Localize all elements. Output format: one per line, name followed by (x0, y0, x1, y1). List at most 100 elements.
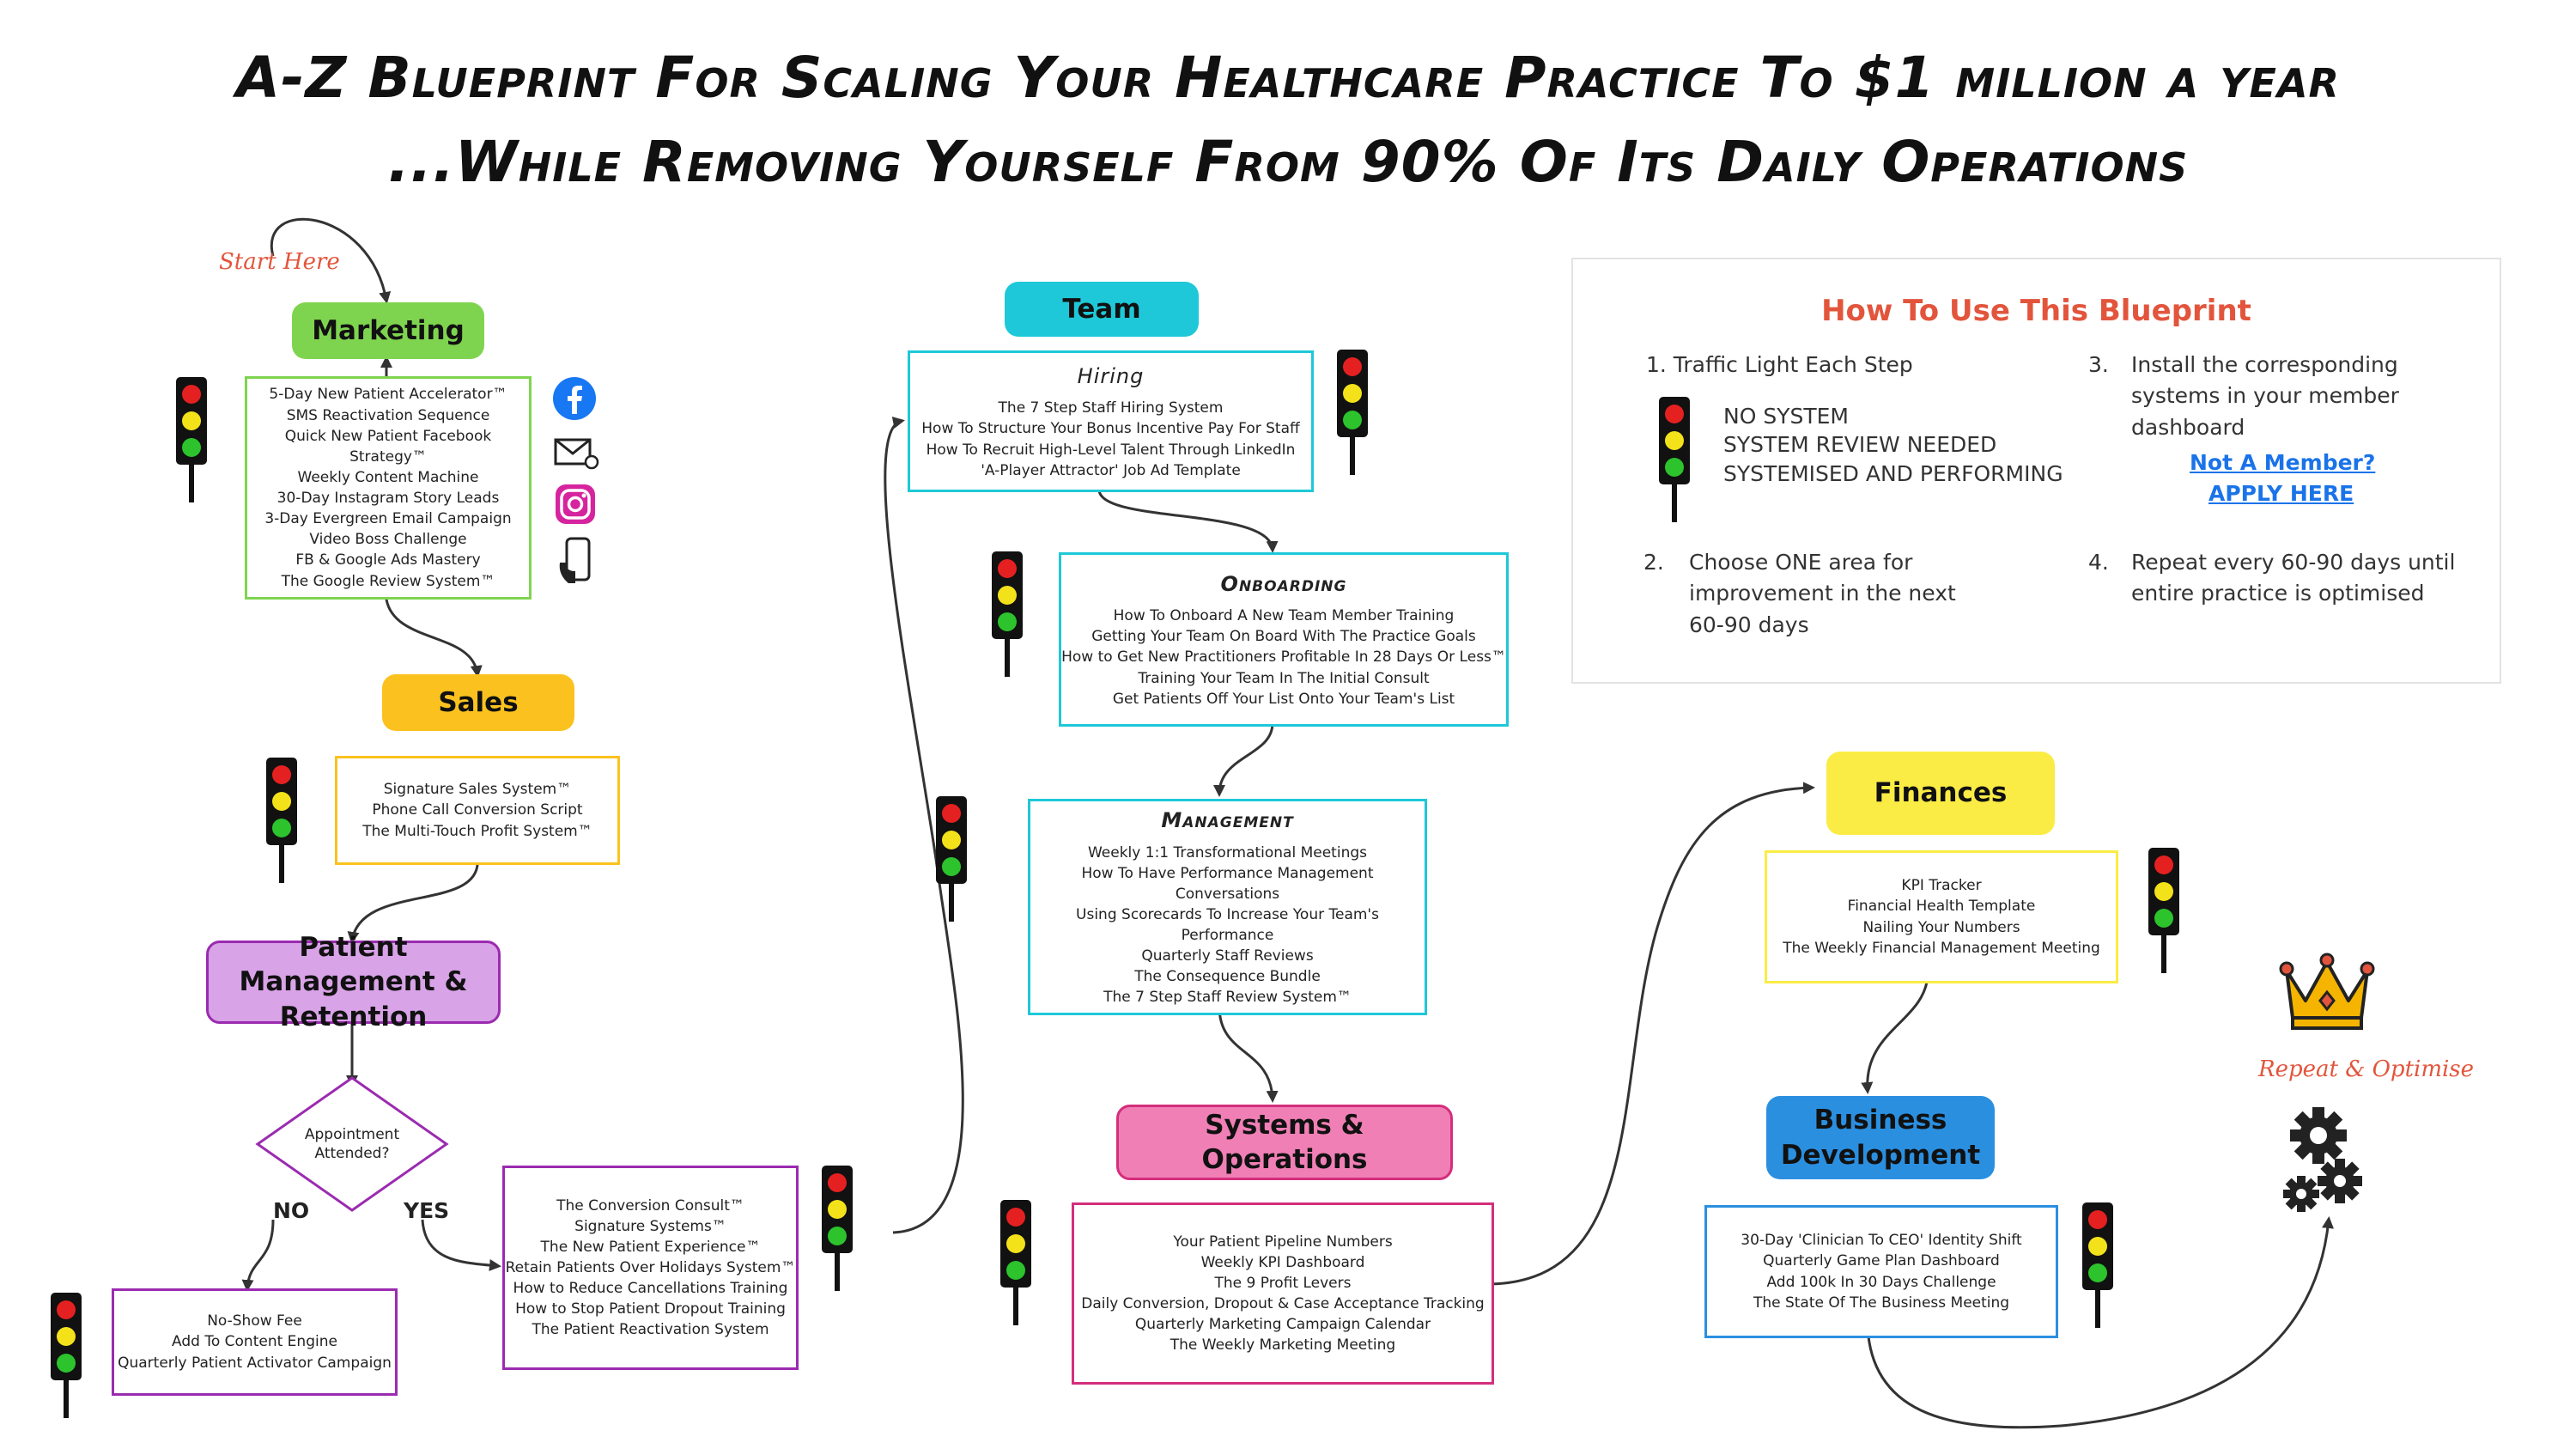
list-item: Signature Systems™ (574, 1217, 726, 1235)
list-item: Weekly 1:1 Transformational Meetings (1087, 843, 1367, 861)
list-item: The New Patient Experience™ (540, 1238, 761, 1256)
onboarding-box: Onboarding How To Onboard A New Team Mem… (1059, 552, 1509, 727)
attended-box: The Conversion Consult™ Signature System… (502, 1166, 799, 1370)
decision-diamond (255, 1076, 449, 1212)
list-item: The Conversion Consult™ (556, 1196, 744, 1215)
instagram-icon (556, 484, 595, 524)
phone-icon (559, 537, 591, 583)
list-item: The Consequence Bundle (1134, 968, 1321, 986)
list-item: The Weekly Marketing Meeting (1170, 1336, 1396, 1355)
marketing-to-sales-arrow (385, 599, 483, 678)
systems-to-finances-arrow (1481, 782, 1815, 1286)
list-item: The Google Review System™ (281, 572, 495, 590)
list-item: How to Get New Practitioners Profitable … (1061, 648, 1506, 667)
step-4-text: Repeat every 60-90 days until entire pra… (2131, 550, 2456, 606)
team-label: Team (1005, 282, 1199, 337)
traffic-light-icon (176, 377, 207, 502)
step-2-text: Choose ONE area for improvement in the n… (1689, 550, 1956, 637)
decision-yes-label: YES (404, 1198, 450, 1223)
gears-icon (2283, 1107, 2362, 1212)
list-item: Weekly KPI Dashboard (1200, 1253, 1365, 1271)
traffic-light-icon (1000, 1200, 1031, 1325)
list-item: Daily Conversion, Dropout & Case Accepta… (1081, 1295, 1485, 1312)
management-box: Management Weekly 1:1 Transformational M… (1028, 799, 1427, 1015)
list-item: Get Patients Off Your List Onto Your Tea… (1112, 690, 1455, 708)
list-item: Nailing Your Numbers (1862, 918, 2020, 936)
step-3-text: Install the corresponding systems in you… (2131, 352, 2399, 440)
sales-box: Signature Sales System™ Phone Call Conve… (335, 756, 620, 865)
patient-management-label: Patient Management & Retention (206, 932, 501, 1032)
systems-operations-label: Systems & Operations (1116, 1105, 1453, 1180)
how-to-use-title: How To Use This Blueprint (1821, 294, 2251, 328)
hiring-box: Hiring The 7 Step Staff Hiring System Ho… (908, 350, 1314, 492)
hiring-to-onboarding-arrow (1097, 489, 1279, 553)
list-item: FB & Google Ads Mastery (295, 551, 481, 569)
marketing-label: Marketing (292, 302, 484, 359)
list-item: Phone Call Conversion Script (372, 801, 583, 819)
list-item: How to Reduce Cancellations Training (513, 1280, 788, 1298)
list-item: 30-Day 'Clinician To CEO' Identity Shift (1741, 1232, 2022, 1250)
management-heading: Management (1161, 808, 1294, 833)
step-2-number: 2. (1643, 550, 1664, 575)
not-a-member-link[interactable]: Not A Member? (2190, 450, 2376, 475)
list-item: Add To Content Engine (172, 1333, 337, 1351)
list-item: Signature Sales System™ (383, 781, 572, 799)
how-to-use-panel: How To Use This Blueprint 1. Traffic Lig… (1571, 258, 2501, 684)
list-item: Retain Patients Over Holidays System™ (505, 1258, 796, 1276)
list-item: The State Of The Business Meeting (1753, 1294, 2010, 1312)
onboarding-to-management-arrow (1213, 722, 1274, 797)
start-arrow (270, 217, 392, 304)
traffic-light-icon (2082, 1202, 2113, 1328)
list-item: No-Show Fee (207, 1312, 302, 1330)
traffic-light-icon (1337, 350, 1368, 475)
legend-no-system: NO SYSTEM (1723, 404, 1849, 429)
list-item: Video Boss Challenge (309, 531, 467, 549)
bizdev-box: 30-Day 'Clinician To CEO' Identity Shift… (1704, 1205, 2058, 1338)
start-here-label: Start Here (219, 249, 340, 275)
business-development-label: Business Development (1766, 1096, 1995, 1179)
traffic-light-icon (266, 758, 297, 883)
traffic-light-icon (51, 1293, 82, 1418)
list-item: Quarterly Game Plan Dashboard (1763, 1252, 2000, 1270)
step-4-number: 4. (2088, 550, 2109, 575)
legend-traffic-light-icon (1659, 397, 1690, 522)
marketing-box: 5-Day New Patient Accelerator™ SMS React… (245, 376, 532, 600)
systems-box: Your Patient Pipeline Numbers Weekly KPI… (1072, 1202, 1494, 1385)
decision-label: Appointment Attended? (304, 1126, 400, 1163)
list-item: The Patient Reactivation System (532, 1321, 769, 1339)
list-item: 5-Day New Patient Accelerator™ (269, 386, 507, 404)
facebook-icon (553, 377, 596, 420)
list-item: How To Recruit High-Level Talent Through… (926, 441, 1296, 459)
list-item: SMS Reactivation Sequence (286, 406, 490, 424)
no-show-box: No-Show Fee Add To Content Engine Quarte… (112, 1288, 398, 1396)
email-icon (554, 438, 599, 470)
decision-no-label: NO (273, 1198, 310, 1223)
sales-label: Sales (382, 674, 574, 731)
step-1-text: 1. Traffic Light Each Step (1646, 352, 1913, 377)
list-item: The Multi-Touch Profit System™ (362, 822, 592, 840)
traffic-light-icon (822, 1166, 853, 1291)
list-item: Add 100k In 30 Days Challenge (1766, 1273, 1996, 1291)
list-item: Quarterly Marketing Campaign Calendar (1134, 1316, 1431, 1334)
finances-box: KPI Tracker Financial Health Template Na… (1765, 850, 2118, 983)
list-item: Using Scorecards To Increase Your Team's… (1076, 905, 1379, 945)
crown-icon (2279, 953, 2375, 1030)
decision-no-arrow (241, 1219, 275, 1292)
repeat-optimise-label: Repeat & Optimise (2258, 1056, 2475, 1082)
list-item: How To Have Performance Management Conve… (1081, 864, 1374, 903)
management-to-systems-arrow (1218, 1006, 1279, 1103)
list-item: Quarterly Patient Activator Campaign (118, 1354, 392, 1372)
list-item: The 7 Step Staff Hiring System (998, 399, 1224, 417)
bizdev-to-repeat-arrow (1866, 1216, 2334, 1429)
list-item: Financial Health Template (1847, 898, 2036, 916)
list-item: The Weekly Financial Management Meeting (1783, 939, 2100, 957)
list-item: KPI Tracker (1901, 877, 1982, 895)
list-item: Getting Your Team On Board With The Prac… (1091, 628, 1476, 646)
list-item: How to Stop Patient Dropout Training (515, 1300, 786, 1318)
finances-to-bizdev-arrow (1861, 976, 1929, 1094)
decision-yes-arrow (421, 1219, 501, 1271)
apply-here-link[interactable]: APPLY HERE (2208, 481, 2354, 506)
legend-systemised: SYSTEMISED AND PERFORMING (1723, 461, 2063, 486)
legend-review-needed: SYSTEM REVIEW NEEDED (1723, 432, 1997, 457)
